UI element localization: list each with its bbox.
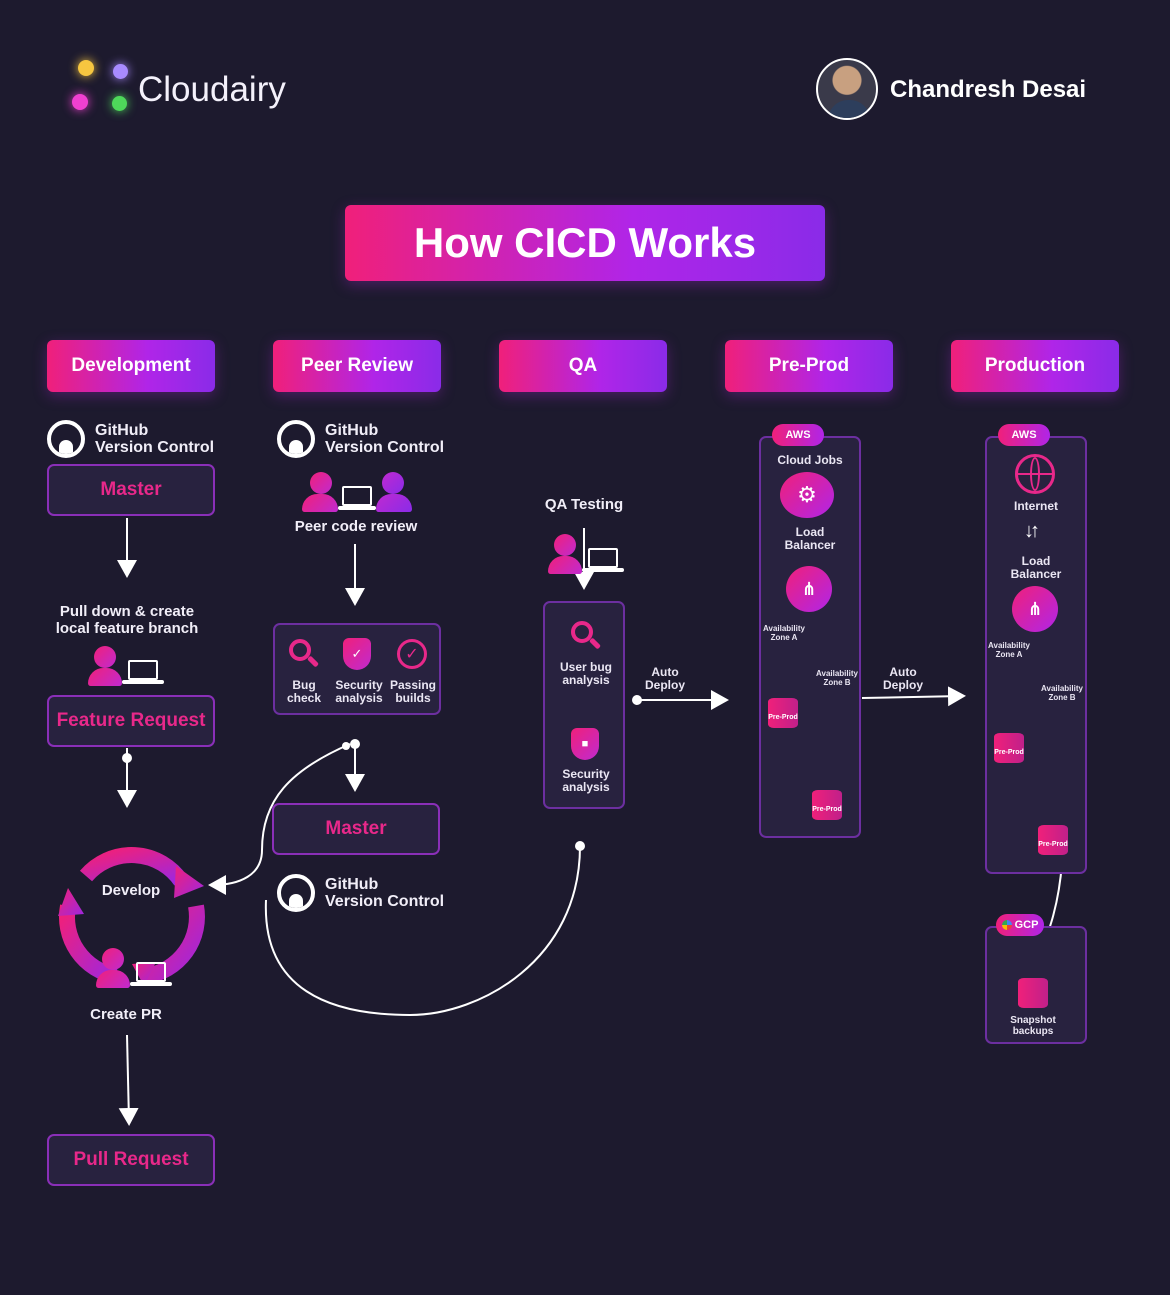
github-icon bbox=[47, 420, 85, 458]
qa-tester-icon bbox=[548, 534, 626, 576]
author-name: Chandresh Desai bbox=[890, 76, 1087, 103]
user-bug-analysis-label: User bug analysis bbox=[559, 660, 612, 687]
passing-builds-label: Passing builds bbox=[389, 678, 437, 705]
auto-deploy-label-pre-prod: Auto Deploy bbox=[882, 665, 923, 692]
prod-load-balancer-label: Load Balancer bbox=[1010, 554, 1062, 581]
qa-testing-label: QA Testing bbox=[544, 496, 624, 513]
column-header-qa: QA bbox=[499, 340, 667, 392]
globe-icon bbox=[1015, 454, 1055, 494]
feature-request-box: Feature Request bbox=[47, 695, 215, 747]
gears-icon: ⚙ bbox=[780, 472, 834, 518]
connector-dot bbox=[350, 739, 360, 749]
lock-shield-icon: ■ bbox=[571, 728, 599, 760]
peer-code-review-label: Peer code review bbox=[294, 518, 418, 535]
prod-zone-b-label: Availability Zone B bbox=[1041, 684, 1083, 702]
passing-builds-icon: ✓ bbox=[397, 639, 427, 669]
qa-security-analysis-label: Security analysis bbox=[562, 767, 610, 794]
production-aws-panel bbox=[985, 436, 1087, 874]
page-title: How CICD Works bbox=[345, 205, 825, 281]
developer-cycle-icon bbox=[96, 948, 174, 990]
logo-dot-green bbox=[112, 96, 127, 111]
prod-load-balancer-icon: ⋔ bbox=[1012, 586, 1058, 632]
loop-qa-to-develop bbox=[264, 845, 581, 1017]
column-header-peer-review: Peer Review bbox=[273, 340, 441, 392]
aws-cloud-tag: AWS bbox=[772, 424, 824, 446]
create-pr-label: Create PR bbox=[90, 1006, 162, 1023]
avatar bbox=[816, 58, 878, 120]
master-branch-dev: Master bbox=[47, 464, 215, 516]
loop-checks-to-develop bbox=[208, 743, 351, 895]
prod-zone-a-label: Availability Zone A bbox=[988, 641, 1030, 659]
connector-dot bbox=[575, 841, 585, 851]
qa-analysis-panel: User bug analysis ■ Security analysis bbox=[543, 601, 625, 809]
pre-prod-db-a-icon: Pre-Prod bbox=[768, 698, 800, 732]
snapshot-backups-label: Snapshot backups bbox=[1010, 1015, 1056, 1037]
pre-prod-aws-panel bbox=[759, 436, 861, 838]
snapshot-db-icon bbox=[1018, 978, 1048, 1008]
develop-label: Develop bbox=[101, 882, 161, 899]
gcp-cloud-tag: GCP bbox=[996, 914, 1044, 936]
pre-prod-zone-a-label: Availability Zone A bbox=[763, 624, 805, 642]
column-header-pre-prod: Pre-Prod bbox=[725, 340, 893, 392]
prod-db-a-icon: Pre-Prod bbox=[994, 733, 1026, 767]
brand-name: Cloudairy bbox=[138, 70, 286, 109]
prod-db-b-icon: Pre-Prod bbox=[1038, 825, 1070, 859]
up-down-arrows-icon: ↓↑ bbox=[1024, 520, 1040, 542]
pre-prod-load-balancer-label: Load Balancer bbox=[784, 525, 836, 552]
avatar-shoulders bbox=[828, 100, 870, 118]
logo-dot-violet bbox=[113, 64, 128, 79]
pre-prod-db-b-icon: Pre-Prod bbox=[812, 790, 844, 824]
logo-dot-yellow bbox=[78, 60, 94, 76]
brand-logo bbox=[66, 56, 136, 120]
load-balancer-icon: ⋔ bbox=[786, 566, 832, 612]
internet-label: Internet bbox=[1013, 499, 1058, 513]
github-icon bbox=[277, 420, 315, 458]
security-analysis-label: Security analysis bbox=[335, 678, 383, 705]
master-branch-peer: Master bbox=[272, 803, 440, 855]
gcp-logo-icon bbox=[1001, 920, 1012, 930]
bug-search-icon bbox=[571, 621, 602, 651]
cloud-jobs-label: Cloud Jobs bbox=[777, 453, 843, 467]
develop-cycle-icon bbox=[56, 836, 206, 986]
bug-check-label: Bug check bbox=[286, 678, 322, 705]
column-header-development: Development bbox=[47, 340, 215, 392]
column-header-production: Production bbox=[951, 340, 1119, 392]
aws-cloud-tag-prod: AWS bbox=[998, 424, 1050, 446]
bug-check-icon bbox=[289, 639, 320, 669]
pre-prod-zone-b-label: Availability Zone B bbox=[816, 669, 858, 687]
connector-dot bbox=[342, 742, 350, 750]
connector-dot bbox=[632, 695, 642, 705]
shield-icon: ✓ bbox=[343, 638, 371, 670]
cycle-arrows-icon bbox=[58, 847, 205, 986]
logo-dot-pink bbox=[72, 94, 88, 110]
pull-request-box: Pull Request bbox=[47, 1134, 215, 1186]
review-checks-panel: ✓ ✓ Bug check Security analysis Passing … bbox=[273, 623, 441, 715]
arrow-create-pr-to-pull-request bbox=[118, 1034, 139, 1126]
developer-icon bbox=[88, 646, 166, 688]
auto-deploy-label-qa: Auto Deploy bbox=[644, 665, 685, 692]
arrow-pre-prod-to-production bbox=[861, 686, 966, 707]
pull-down-label: Pull down & create local feature branch bbox=[55, 603, 199, 637]
github-icon bbox=[277, 874, 315, 912]
connector-dot bbox=[122, 753, 132, 763]
peer-review-people-icon bbox=[302, 472, 412, 514]
